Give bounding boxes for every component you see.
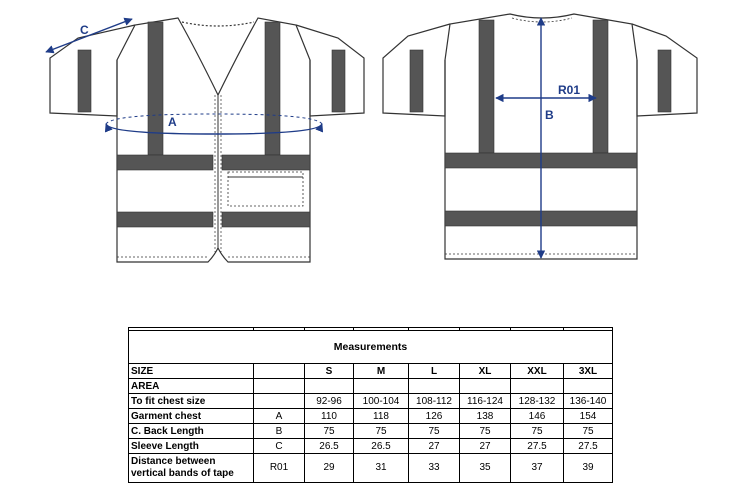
table-size-row: SIZE S M L XL XXL 3XL xyxy=(128,363,613,379)
size-3xl: 3XL xyxy=(563,363,613,379)
back-right-sleeve xyxy=(631,23,698,117)
size-m: M xyxy=(353,363,409,379)
measure-a-arrow xyxy=(104,123,324,135)
measure-c-arrow xyxy=(45,17,133,54)
table-row: To fit chest size 92-96 100-104 108-112 … xyxy=(128,393,613,409)
band-distance-label-1: Distance between xyxy=(131,456,216,467)
table-row: Sleeve Length C 26.5 26.5 27 27 27.5 27.… xyxy=(128,438,613,454)
front-left-sleeve xyxy=(49,24,136,117)
table-title-row: Measurements xyxy=(128,330,613,364)
table-area-row: AREA xyxy=(128,378,613,394)
vest-technical-drawing: C A B R01 xyxy=(45,13,698,263)
size-xxl: XXL xyxy=(510,363,564,379)
back-body-outline xyxy=(444,13,638,260)
table-row: C. Back Length B 75 75 75 75 75 75 xyxy=(128,423,613,439)
table-title: Measurements xyxy=(128,330,613,364)
table-row: Garment chest A 110 118 126 138 146 154 xyxy=(128,408,613,424)
table-row: Distance between vertical bands of tape … xyxy=(128,453,613,483)
area-header: AREA xyxy=(128,378,254,394)
band-distance-label-2: vertical bands of tape xyxy=(131,468,234,479)
measurements-table: Measurements SIZE S M L XL XXL 3XL AREA … xyxy=(128,327,613,483)
measure-c-label: C xyxy=(80,23,89,37)
size-l: L xyxy=(408,363,460,379)
size-s: S xyxy=(304,363,354,379)
front-right-sleeve xyxy=(295,24,365,117)
size-xl: XL xyxy=(459,363,511,379)
back-left-sleeve xyxy=(382,23,451,117)
measure-a-label: A xyxy=(168,115,177,129)
front-reflective-tapes xyxy=(77,21,346,228)
size-header: SIZE xyxy=(128,363,254,379)
front-collar xyxy=(181,21,255,27)
back-reflective-tapes xyxy=(409,19,672,227)
measure-r01-label: R01 xyxy=(558,83,580,97)
front-pocket xyxy=(227,171,304,207)
measure-b-label: B xyxy=(545,108,554,122)
